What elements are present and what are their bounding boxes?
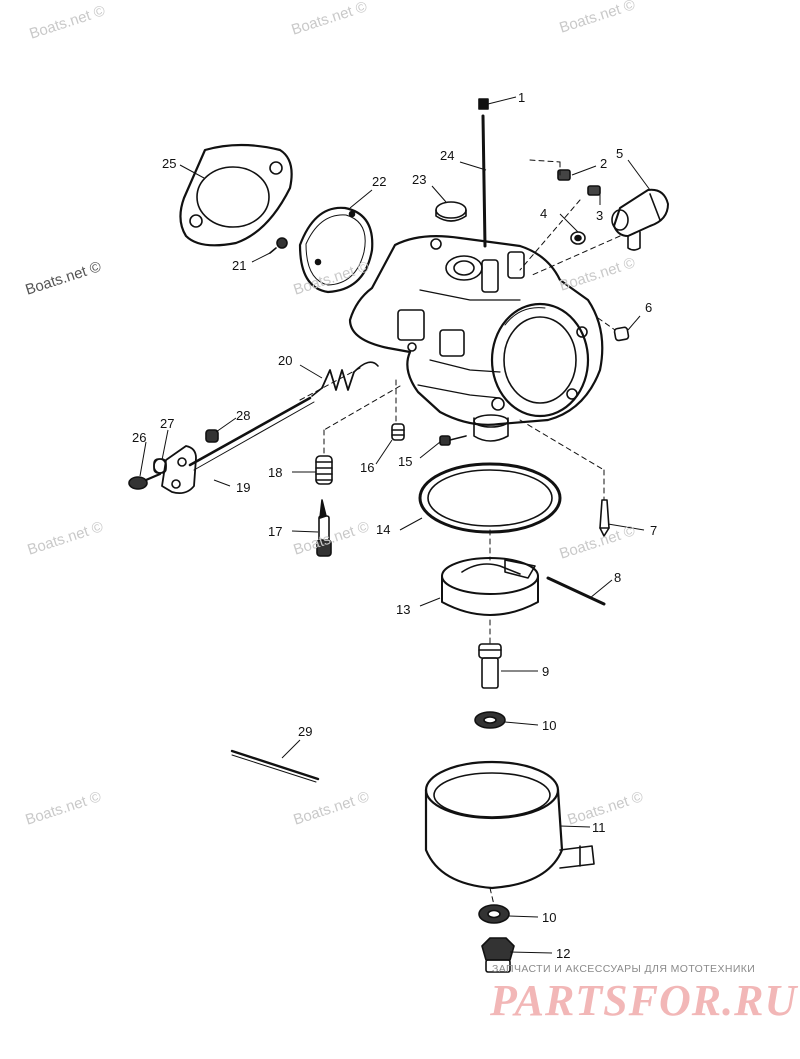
part-3-screw xyxy=(587,185,601,196)
part-1-cap xyxy=(478,98,489,110)
part-10-washer-upper xyxy=(474,711,506,729)
callout-16: 16 xyxy=(360,460,374,475)
part-8-pin xyxy=(546,576,606,606)
callout-10-lower: 10 xyxy=(542,910,556,925)
part-28-nut xyxy=(205,429,219,443)
part-27-bushing xyxy=(153,458,167,474)
callout-2: 2 xyxy=(600,156,607,171)
part-5-fitting xyxy=(611,188,669,251)
part-23-plug xyxy=(435,201,467,222)
leader-lines xyxy=(139,96,651,954)
part-18-spring xyxy=(315,455,333,485)
callout-1: 1 xyxy=(518,90,525,105)
part-26-screw xyxy=(128,472,162,490)
callout-8: 8 xyxy=(614,570,621,585)
callout-9: 9 xyxy=(542,664,549,679)
carburetor-body xyxy=(348,235,604,442)
part-22-plate xyxy=(298,206,374,294)
part-25-gasket xyxy=(179,143,293,247)
callout-29: 29 xyxy=(298,724,312,739)
callout-11: 11 xyxy=(592,820,606,835)
part-11-float-bowl xyxy=(424,760,595,890)
part-17-needle-screw xyxy=(316,499,332,557)
callout-20: 20 xyxy=(278,353,292,368)
part-21-screw xyxy=(269,237,288,254)
part-15-screw xyxy=(439,435,467,446)
callout-26: 26 xyxy=(132,430,146,445)
part-29-rod xyxy=(230,749,320,783)
assembly-lines xyxy=(299,159,621,906)
callout-3: 3 xyxy=(596,208,603,223)
part-7-needle xyxy=(599,499,610,537)
part-12-drain-nut xyxy=(481,937,515,973)
callout-4: 4 xyxy=(540,206,547,221)
callout-14: 14 xyxy=(376,522,390,537)
callout-5: 5 xyxy=(616,146,623,161)
part-10-washer-lower xyxy=(478,904,510,924)
callout-12: 12 xyxy=(556,946,570,961)
part-6-plug xyxy=(613,326,630,342)
brand-logo[interactable]: PARTSFOR.RU xyxy=(490,976,798,1025)
callout-21: 21 xyxy=(232,258,246,273)
part-24-rod xyxy=(481,114,487,248)
callout-23: 23 xyxy=(412,172,426,187)
callout-6: 6 xyxy=(645,300,652,315)
part-14-gasket-ring xyxy=(418,462,562,534)
callout-27: 27 xyxy=(160,416,174,431)
callout-22: 22 xyxy=(372,174,386,189)
part-16-jet xyxy=(391,423,405,441)
callout-18: 18 xyxy=(268,465,282,480)
callout-28: 28 xyxy=(236,408,250,423)
part-20-spring xyxy=(311,361,379,397)
part-19-shaft xyxy=(161,396,315,495)
callout-7: 7 xyxy=(650,523,657,538)
callout-13: 13 xyxy=(396,602,410,617)
brand-tagline: ЗАПЧАСТИ И АКСЕССУАРЫ ДЛЯ МОТОТЕХНИКИ xyxy=(492,963,756,975)
callout-19: 19 xyxy=(236,480,250,495)
callout-15: 15 xyxy=(398,454,412,469)
part-9-main-jet xyxy=(478,643,502,689)
part-4-washer xyxy=(570,231,586,245)
part-2-screw xyxy=(557,169,571,181)
callout-10-upper: 10 xyxy=(542,718,556,733)
callout-25: 25 xyxy=(162,156,176,171)
callout-17: 17 xyxy=(268,524,282,539)
callout-24: 24 xyxy=(440,148,454,163)
part-13-float xyxy=(441,557,539,616)
